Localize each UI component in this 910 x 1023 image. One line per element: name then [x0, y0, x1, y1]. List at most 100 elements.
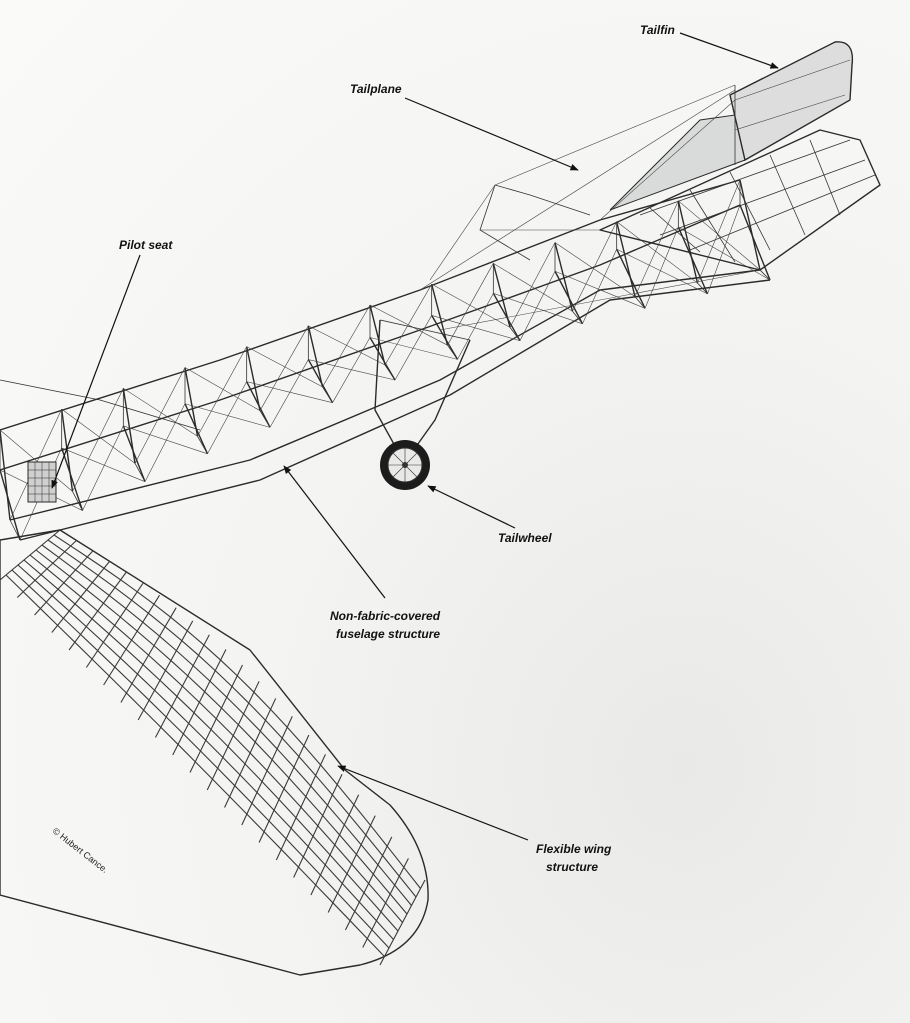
wing-spar — [153, 603, 171, 618]
wing-spar — [57, 588, 76, 605]
wing-spar — [310, 785, 328, 806]
wing-spar — [182, 733, 201, 752]
bracing-wire — [519, 271, 556, 341]
wing-spar — [45, 601, 64, 619]
wing-spar — [271, 759, 290, 779]
bracing-wire — [184, 367, 261, 411]
wing-spar — [273, 809, 292, 829]
wing-spar — [222, 757, 241, 776]
fuselage-upright — [122, 425, 146, 482]
wing-spar — [283, 788, 302, 808]
pilot-seat-label: Pilot seat — [119, 238, 173, 252]
bracing-wire — [554, 242, 636, 297]
wing-spar — [365, 834, 383, 856]
wing-spar — [217, 767, 236, 787]
wing-spar — [302, 856, 321, 876]
wing-spar — [320, 764, 338, 785]
fuselage-crossmember — [259, 410, 271, 428]
wing-spar — [187, 675, 206, 693]
wing-spar — [64, 551, 82, 564]
fuselage-leader — [283, 465, 386, 599]
wing-spar — [382, 855, 400, 877]
wing-spar — [290, 827, 309, 847]
wing-spar — [52, 562, 71, 577]
wing-spar — [293, 766, 312, 787]
wing-spar — [5, 574, 24, 593]
wing-spar — [210, 729, 229, 747]
bracing-wire — [207, 381, 247, 454]
bracing-wire — [616, 221, 698, 284]
wing-spar — [331, 794, 350, 816]
wing-spar — [182, 685, 200, 703]
wing-spar — [164, 626, 183, 642]
wing-spar — [40, 608, 58, 626]
bracing-wire — [332, 337, 371, 403]
wing-spar — [97, 574, 116, 589]
wing-spar — [285, 838, 304, 858]
wing-spar — [63, 582, 82, 598]
wing-spar — [148, 612, 166, 628]
fuselage-upright — [61, 447, 84, 511]
wing-spar — [40, 574, 59, 590]
bracing-wire — [634, 200, 679, 297]
wing-spar — [181, 640, 199, 656]
wing-spar — [351, 863, 370, 884]
wing-spar — [170, 660, 189, 677]
wing-spar — [370, 824, 388, 847]
wing-spar — [248, 702, 266, 721]
wing-spar — [322, 815, 340, 836]
wing-spar — [125, 608, 144, 623]
wing-spar — [23, 559, 42, 576]
tailfin-label: Tailfin — [640, 23, 675, 37]
wing-spar — [51, 595, 70, 612]
wing-spar — [237, 724, 256, 743]
wing-spar — [75, 569, 93, 583]
wing-spar — [268, 820, 287, 840]
fuselage-upright — [431, 315, 459, 360]
bracing-wire — [697, 179, 741, 284]
bracing-wire — [134, 367, 186, 464]
wing-spar — [227, 746, 246, 765]
fuselage-upright — [616, 248, 646, 309]
bracing-wire — [0, 429, 73, 492]
wing-spar — [58, 556, 76, 571]
wing-spar — [243, 713, 261, 732]
wing-spar — [170, 616, 188, 632]
bracing-wire — [431, 283, 511, 328]
bracing-wire — [582, 249, 617, 324]
wing-spar — [259, 730, 278, 750]
tailplane-leader — [404, 97, 579, 171]
wing-spar — [80, 596, 99, 612]
wing-spar — [298, 866, 317, 886]
fuselage-upright — [677, 200, 699, 284]
wing-spar — [81, 562, 99, 576]
wing-spar — [35, 549, 54, 564]
wing-spar — [239, 774, 258, 793]
tailplane-label: Tailplane — [350, 82, 402, 96]
pilot-seat-leader — [51, 254, 141, 489]
wing-spar — [137, 673, 155, 691]
wing-spar — [376, 920, 394, 940]
wing-spar — [148, 699, 167, 718]
wing-spar — [386, 845, 405, 868]
wing-spar — [337, 892, 356, 912]
wing-spar — [120, 579, 138, 593]
fuselage-upright — [554, 270, 584, 325]
wing-leader — [337, 765, 529, 841]
wing-spar — [171, 706, 190, 724]
wing-spar — [251, 802, 270, 822]
bracing-wire — [144, 403, 186, 482]
wing-spar — [114, 666, 133, 684]
bracing-wire — [554, 270, 646, 309]
fuselage-crossmember — [72, 491, 83, 511]
bracing-wire — [369, 304, 448, 346]
wing-spar — [17, 564, 36, 581]
wing-spar — [204, 691, 222, 709]
wing-spar — [126, 692, 145, 711]
wing-spar — [212, 778, 231, 797]
wing-spar — [188, 722, 207, 741]
wing-spar — [270, 708, 288, 728]
wing-spar — [368, 883, 386, 904]
wing-spar — [336, 784, 355, 806]
